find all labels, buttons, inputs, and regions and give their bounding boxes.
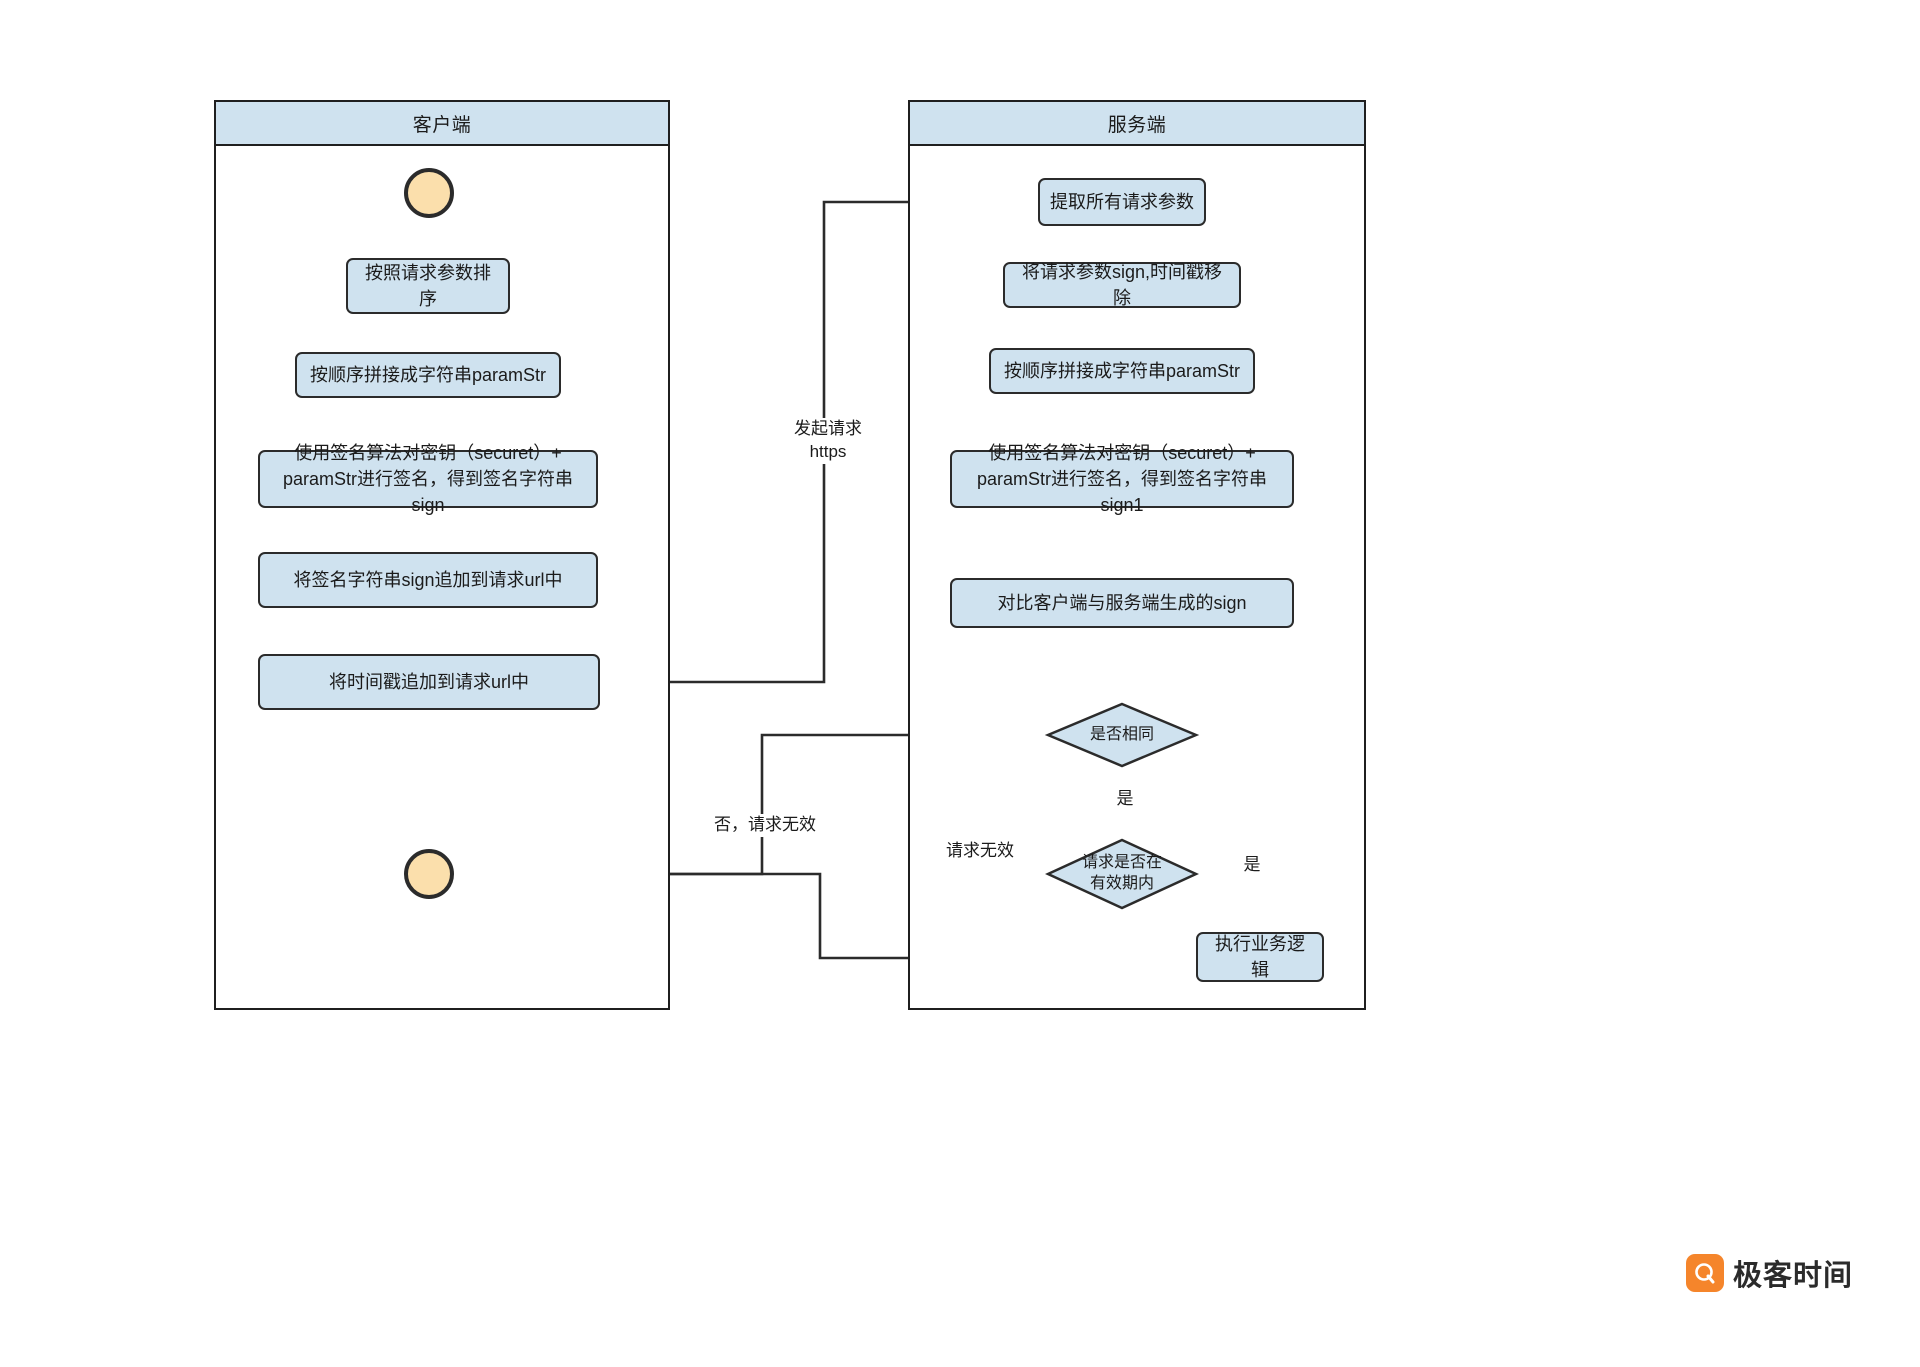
activity-node-concat-paramstr[interactable]: 按顺序拼接成字符串paramStr	[295, 352, 561, 398]
watermark-geekbang: 极客时间	[1686, 1252, 1853, 1294]
activity-node-append-sign[interactable]: 将签名字符串sign追加到请求url中	[258, 552, 598, 608]
activity-node-sign-client[interactable]: 使用签名算法对密钥（securet）+ paramStr进行签名，得到签名字符串…	[258, 443, 598, 515]
edge-label-decision-same-no: 否，请求无效	[692, 814, 838, 837]
activity-node-concat-paramstr-server[interactable]: 按顺序拼接成字符串paramStr	[989, 348, 1255, 394]
start-node[interactable]	[404, 168, 454, 218]
activity-node-extract-params[interactable]: 提取所有请求参数	[1038, 178, 1206, 226]
edge-label-request-https: 发起请求 https	[770, 418, 886, 464]
activity-node-execute-business[interactable]: 执行业务逻辑	[1196, 932, 1324, 982]
activity-node-sort-params[interactable]: 按照请求参数排序	[346, 258, 510, 314]
watermark-label: 极客时间	[1733, 1260, 1854, 1292]
edge-label-decision-validity-yes: 是	[1232, 854, 1272, 877]
activity-node-remove-sign-timestamp[interactable]: 将请求参数sign,时间戳移除	[1003, 262, 1241, 308]
end-node[interactable]	[404, 849, 454, 899]
edge-label-decision-validity-no: 请求无效	[922, 840, 1038, 863]
activity-node-append-timestamp[interactable]: 将时间戳追加到请求url中	[258, 654, 600, 710]
activity-node-compare-sign[interactable]: 对比客户端与服务端生成的sign	[950, 578, 1294, 628]
activity-node-sign-server[interactable]: 使用签名算法对密钥（securet）+ paramStr进行签名，得到签名字符串…	[950, 443, 1294, 515]
swimlane-server-title: 服务端	[910, 102, 1364, 146]
edge-label-decision-same-yes: 是	[1104, 788, 1146, 811]
swimlane-client-title: 客户端	[216, 102, 668, 146]
watermark-badge-icon	[1686, 1254, 1724, 1292]
